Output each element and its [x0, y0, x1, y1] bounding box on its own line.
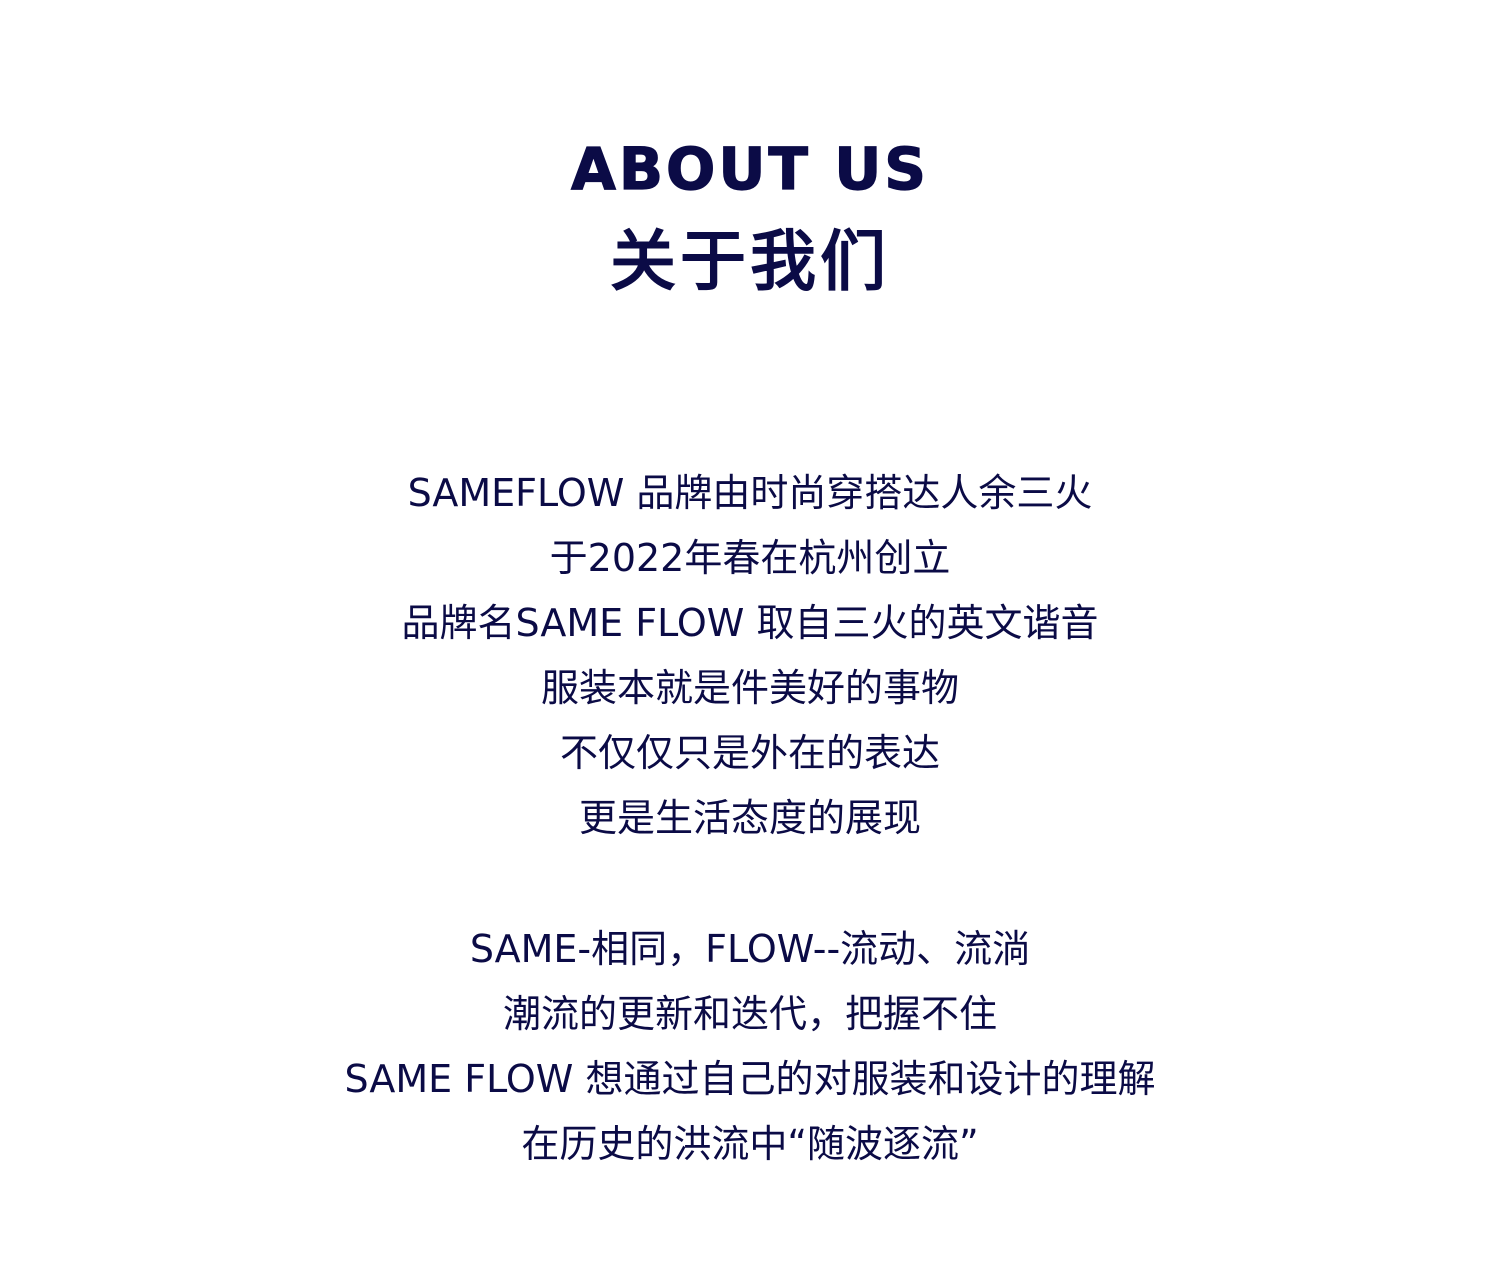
intro-line: SAMEFLOW 品牌由时尚穿搭达人余三火 [407, 471, 1093, 515]
brand-intro-paragraph: SAMEFLOW 品牌由时尚穿搭达人余三火 于2022年春在杭州创立 品牌名SA… [0, 461, 1500, 851]
brand-name-meaning-paragraph: SAME-相同，FLOW--流动、流淌 潮流的更新和迭代，把握不住 SAME F… [0, 917, 1500, 1177]
intro-line: 品牌名SAME FLOW 取自三火的英文谐音 [401, 601, 1099, 645]
meaning-line: SAME-相同，FLOW--流动、流淌 [469, 927, 1031, 971]
about-heading-chinese: 关于我们 [610, 223, 890, 300]
about-heading-english: ABOUT US [570, 134, 930, 203]
intro-line: 更是生活态度的展现 [578, 796, 921, 840]
intro-line: 于2022年春在杭州创立 [549, 536, 951, 580]
meaning-line: 在历史的洪流中“随波逐流” [521, 1122, 979, 1166]
intro-line: 服装本就是件美好的事物 [540, 666, 959, 710]
intro-line: 不仅仅只是外在的表达 [559, 731, 940, 775]
meaning-line: 潮流的更新和迭代，把握不住 [502, 992, 997, 1036]
meaning-line: SAME FLOW 想通过自己的对服装和设计的理解 [344, 1057, 1156, 1101]
